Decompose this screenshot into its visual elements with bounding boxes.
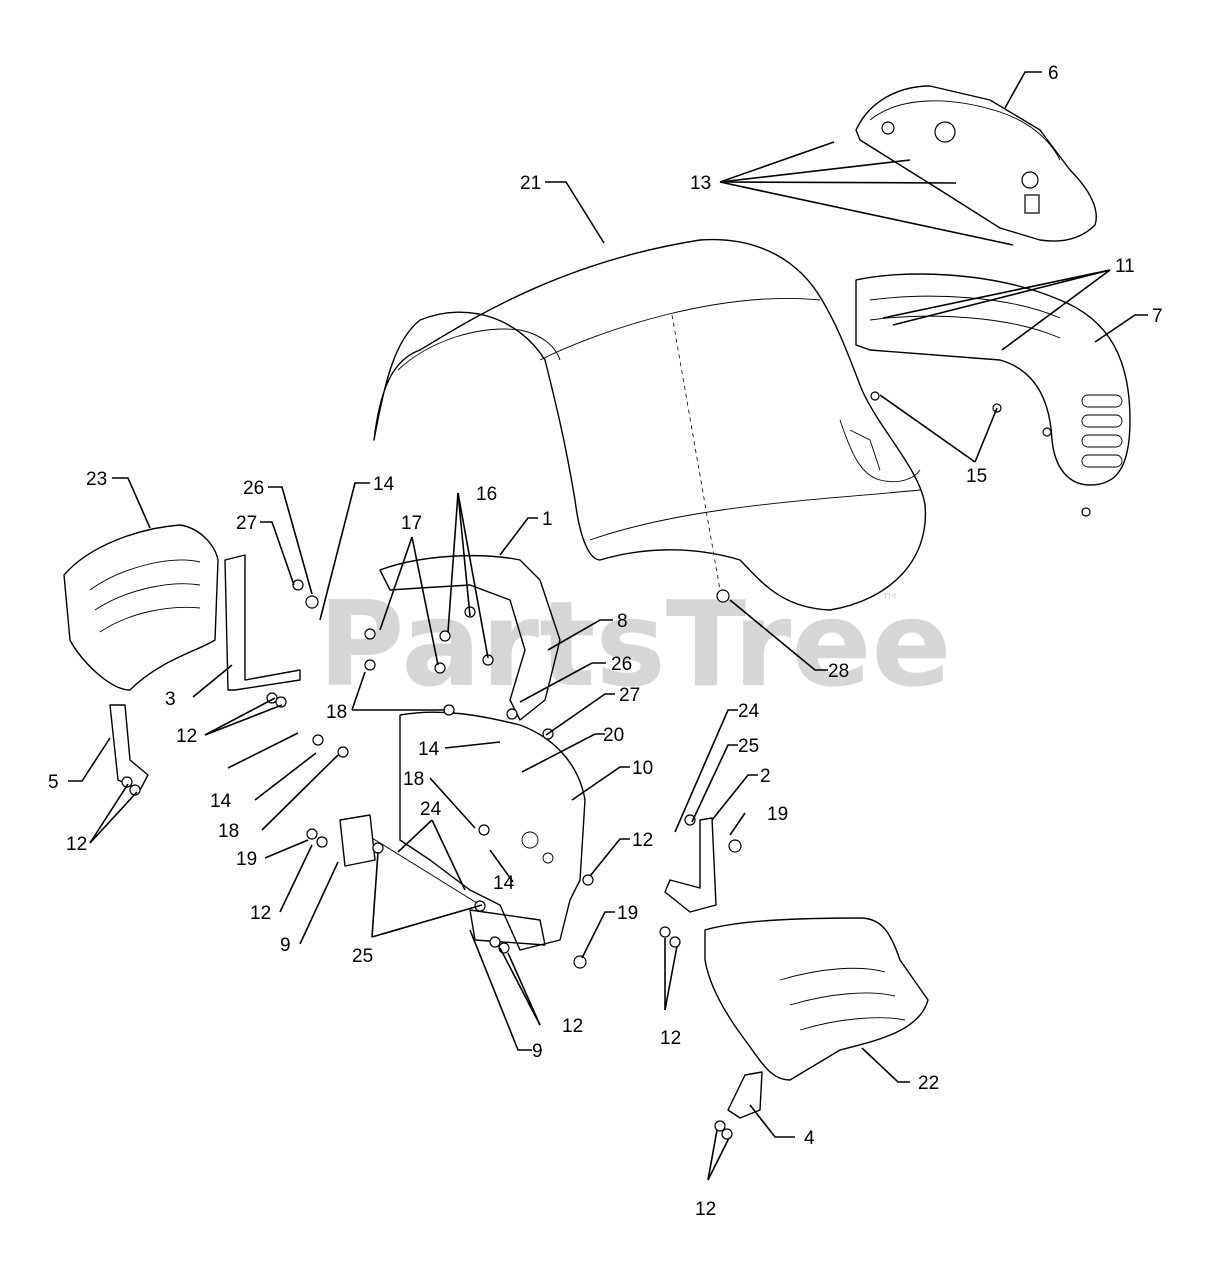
callout-19-left: 19: [236, 849, 257, 870]
callout-14-mid: 14: [418, 739, 440, 760]
callout-14-left: 14: [210, 791, 232, 812]
hood-part-21: [373, 238, 927, 611]
callout-21: 21: [520, 173, 541, 194]
grille-right-part-7: [855, 273, 1131, 486]
hardware-fasteners: [121, 391, 1091, 1140]
callout-20-right: 20: [603, 725, 624, 746]
callout-14-lower: 14: [493, 873, 515, 894]
callout-18-left: 18: [218, 821, 239, 842]
bracket-part-2: [664, 817, 717, 913]
callout-3: 3: [165, 689, 176, 710]
callout-9-left: 9: [280, 935, 291, 956]
callout-16: 16: [476, 484, 497, 505]
callout-18-mid: 18: [403, 769, 424, 790]
callout-12-lower: 12: [250, 903, 271, 924]
rod-part-9-left: [339, 814, 376, 867]
callout-8: 8: [617, 611, 628, 632]
callout-19-right: 19: [767, 804, 788, 825]
bracket-part-5: [109, 704, 149, 791]
dash-support-part-8: [379, 555, 561, 721]
side-panel-left-part-23: [63, 524, 219, 691]
watermark-trademark: ™: [880, 589, 900, 613]
bracket-part-3: [224, 554, 301, 691]
callout-25-lower: 25: [352, 946, 373, 967]
callout-24-right: 24: [738, 701, 760, 722]
callout-23: 23: [86, 469, 107, 490]
callout-7: 7: [1152, 306, 1163, 327]
callout-14: 14: [373, 474, 395, 495]
callout-9-lower: 9: [532, 1041, 543, 1062]
callout-11: 11: [1115, 256, 1135, 277]
callout-24-mid: 24: [420, 799, 442, 820]
callout-13: 13: [690, 173, 711, 194]
callout-12-bottom-mid: 12: [562, 1016, 583, 1037]
callout-4: 4: [804, 1128, 815, 1149]
dash-panel-part-6: [855, 85, 1097, 242]
rod-link: [371, 837, 486, 909]
callout-22: 22: [918, 1073, 939, 1094]
callout-1: 1: [542, 509, 553, 530]
callout-26-lower: 26: [611, 654, 632, 675]
callout-12-right: 12: [632, 830, 653, 851]
callout-27-lower: 27: [619, 685, 640, 706]
callout-15: 15: [966, 466, 987, 487]
callout-12-bottom: 12: [695, 1199, 716, 1220]
callout-12-left: 12: [66, 834, 87, 855]
bracket-part-4: [727, 1071, 763, 1119]
callout-labels: 6 13 21 11 7 15 23 26 14 16 1 27 17 8 28…: [48, 63, 1163, 1220]
callout-26: 26: [243, 478, 264, 499]
callout-5: 5: [48, 772, 59, 793]
callout-2: 2: [760, 766, 771, 787]
callout-28: 28: [828, 661, 849, 682]
callout-25-right: 25: [738, 736, 759, 757]
side-panel-right-part-22: [704, 917, 929, 1081]
callout-12-bottom-right: 12: [660, 1028, 681, 1049]
leader-lines: [68, 71, 1148, 1181]
callout-18: 18: [326, 702, 347, 723]
callout-17: 17: [401, 513, 422, 534]
callout-19-lower: 19: [617, 903, 638, 924]
callout-6: 6: [1048, 63, 1059, 84]
callout-10: 10: [632, 758, 653, 779]
callout-12: 12: [176, 726, 197, 747]
rod-part-9-right: [469, 909, 546, 946]
callout-27: 27: [236, 513, 257, 534]
